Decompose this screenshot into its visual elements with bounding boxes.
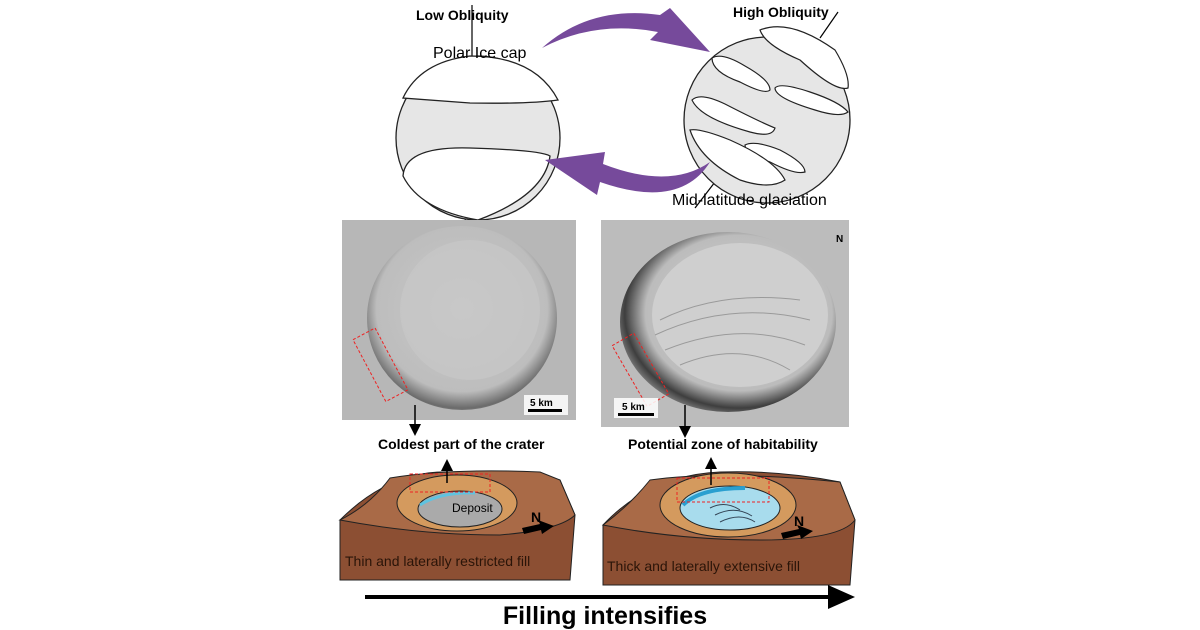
north-label-left: N xyxy=(531,509,541,525)
arrow-head-icon xyxy=(828,585,855,609)
low-obliquity-globe xyxy=(395,5,561,223)
filling-intensifies-label: Filling intensifies xyxy=(503,602,707,630)
north-arrow-icon xyxy=(781,525,813,539)
north-label-right: N xyxy=(794,513,804,529)
arrow-to-high-icon xyxy=(542,8,710,52)
high-obliquity-label: High Obliquity xyxy=(733,4,829,20)
left-scale-label: 5 km xyxy=(530,398,553,409)
left-fill-label: Thin and laterally restricted fill xyxy=(345,553,530,569)
left-block-diagram: Deposit N Thin and laterally restricted … xyxy=(338,459,576,581)
right-block-diagram: N Thick and laterally extensive fill xyxy=(601,457,856,586)
right-scale-label: 5 km xyxy=(622,402,645,413)
right-caption: Potential zone of habitability xyxy=(628,436,818,452)
north-arrow-icon xyxy=(522,520,554,534)
high-obliquity-globe xyxy=(683,11,851,209)
polar-ice-cap-label: Polar Ice cap xyxy=(433,45,526,62)
cold-zone-box xyxy=(352,327,409,403)
left-crater-image: 5 km xyxy=(342,220,576,436)
polar-ice-cap xyxy=(402,55,560,104)
mid-latitude-label: Mid-latitude glaciation xyxy=(672,192,827,209)
north-label: N xyxy=(836,234,843,245)
right-crater-image: 5 km N xyxy=(601,220,849,438)
left-caption: Coldest part of the crater xyxy=(378,436,545,452)
right-fill-label: Thick and laterally extensive fill xyxy=(607,558,800,574)
low-obliquity-label: Low Obliquity xyxy=(416,7,509,23)
arrow-to-low-icon xyxy=(545,152,710,195)
deposit-label: Deposit xyxy=(452,501,493,515)
